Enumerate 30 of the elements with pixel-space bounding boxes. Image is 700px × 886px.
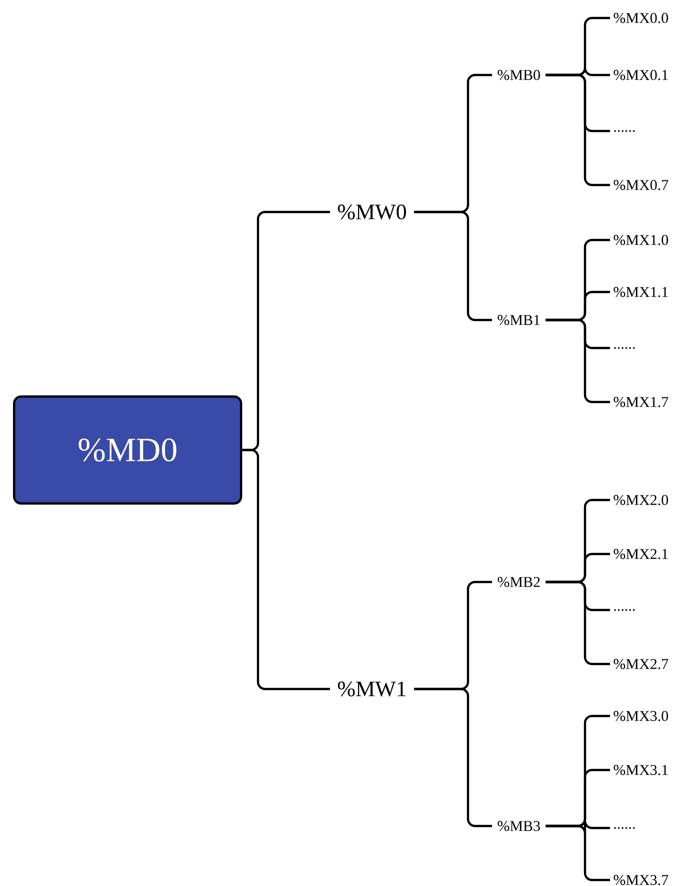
bit-label: ......: [614, 130, 635, 132]
bit-label: %MX2.7: [614, 658, 668, 670]
byte-label: %MB3: [498, 820, 540, 832]
tree-connector: [414, 688, 492, 828]
bit-label: %MX0.7: [614, 180, 668, 190]
bit-label: ......: [614, 347, 635, 349]
tree-connector: [546, 824, 610, 882]
tree-connector: [414, 210, 492, 322]
bit-label: %MX3.1: [614, 764, 668, 776]
tree-connector: [546, 318, 610, 404]
bit-label: %MX2.0: [614, 494, 668, 506]
bit-label: %MX1.7: [614, 396, 668, 408]
bit-label: %MX0.1: [614, 70, 668, 80]
word-label: %MW1: [338, 682, 406, 696]
root-box: %MD0: [13, 395, 242, 505]
bit-label: %MX3.7: [614, 874, 668, 886]
tree-connector: [242, 448, 330, 690]
word-label: %MW0: [338, 204, 406, 220]
bit-label: %MX0.0: [614, 12, 668, 24]
bit-label: %MX1.0: [614, 234, 668, 246]
bit-label: %MX2.1: [614, 548, 668, 560]
byte-label: %MB1: [498, 314, 540, 326]
tree-connector: [546, 74, 610, 186]
tree-connector: [546, 580, 610, 666]
bit-label: %MX3.0: [614, 710, 668, 722]
bit-label: %MX1.1: [614, 286, 668, 298]
byte-label: %MB0: [498, 70, 540, 80]
bit-label: ......: [614, 827, 635, 829]
bit-label: ......: [614, 609, 635, 611]
byte-label: %MB2: [498, 576, 540, 588]
